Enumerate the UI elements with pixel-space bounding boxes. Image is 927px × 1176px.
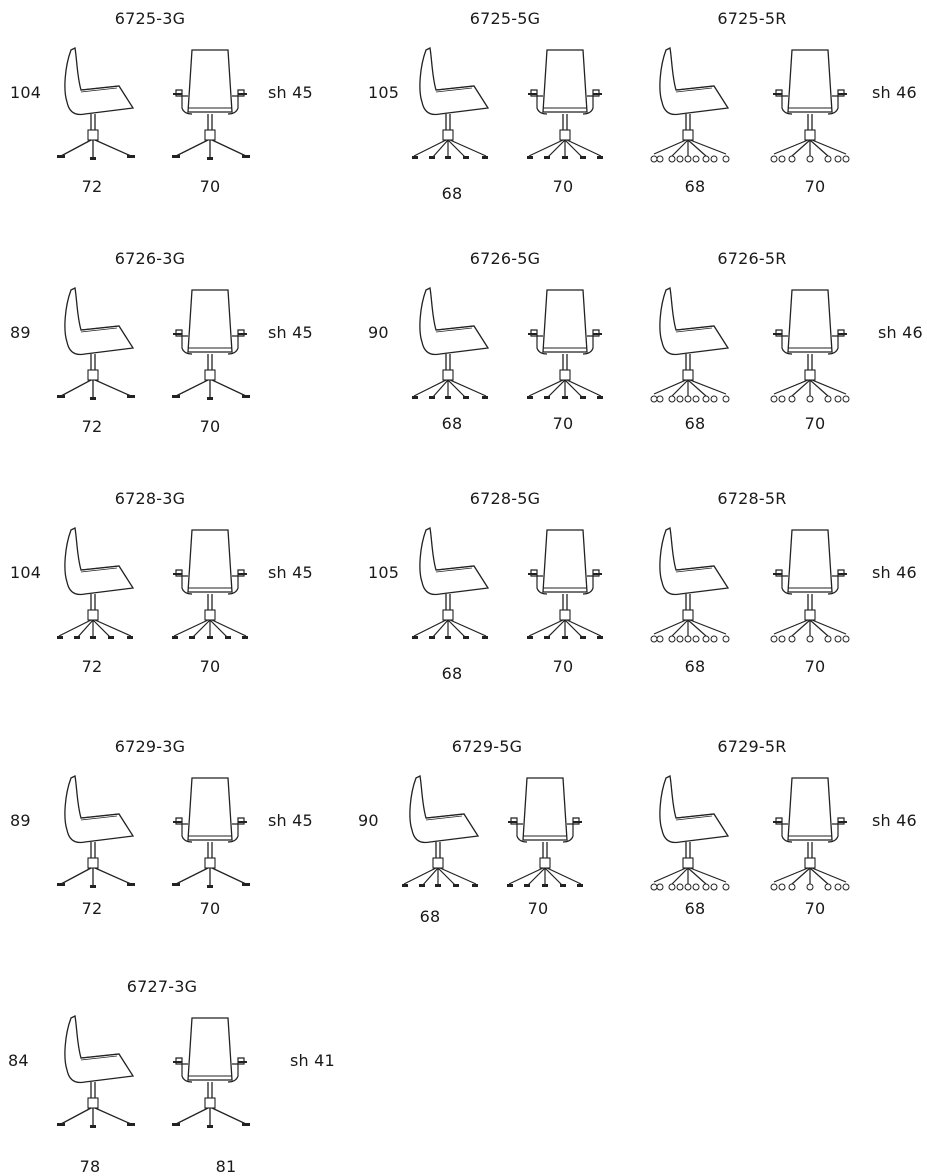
side-depth-label: 72 [81, 417, 103, 436]
model-number: 6728-3G [114, 489, 186, 508]
front-view-chair-drawing [525, 526, 607, 646]
model-number: 6726-5G [469, 249, 541, 268]
front-view-chair-drawing [170, 46, 252, 166]
front-view-chair-drawing [170, 1014, 252, 1134]
seat-height-label: sh 45 [268, 83, 313, 102]
front-width-label: 70 [804, 177, 826, 196]
side-view-chair-drawing [410, 286, 492, 406]
seat-height-label: sh 46 [872, 811, 917, 830]
model-number: 6728-5G [469, 489, 541, 508]
model-number: 6729-5R [717, 737, 787, 756]
front-width-label: 70 [552, 177, 574, 196]
model-number: 6727-3G [126, 977, 198, 996]
model-number: 6728-5R [717, 489, 787, 508]
seat-height-label: sh 46 [872, 83, 917, 102]
side-view-chair-drawing [650, 526, 732, 646]
front-width-label: 70 [804, 899, 826, 918]
model-number: 6729-5G [451, 737, 523, 756]
side-view-chair-drawing [55, 286, 137, 406]
side-depth-label: 68 [684, 899, 706, 918]
model-number: 6725-5G [469, 9, 541, 28]
front-view-chair-drawing [770, 46, 852, 166]
side-depth-label: 68 [419, 907, 441, 926]
side-view-chair-drawing [410, 46, 492, 166]
side-view-chair-drawing [55, 774, 137, 894]
overall-height-label: 90 [368, 323, 389, 342]
side-view-chair-drawing [55, 1014, 137, 1134]
front-width-label: 70 [552, 414, 574, 433]
front-view-chair-drawing [170, 286, 252, 406]
side-depth-label: 72 [81, 177, 103, 196]
model-number: 6729-3G [114, 737, 186, 756]
side-view-chair-drawing [410, 526, 492, 646]
overall-height-label: 84 [8, 1051, 29, 1070]
overall-height-label: 89 [10, 323, 31, 342]
model-number: 6725-5R [717, 9, 787, 28]
seat-height-label: sh 46 [872, 563, 917, 582]
model-number: 6726-5R [717, 249, 787, 268]
front-width-label: 70 [199, 177, 221, 196]
side-view-chair-drawing [650, 774, 732, 894]
front-view-chair-drawing [525, 46, 607, 166]
overall-height-label: 90 [358, 811, 379, 830]
front-view-chair-drawing [770, 286, 852, 406]
model-number: 6726-3G [114, 249, 186, 268]
overall-height-label: 104 [10, 563, 42, 582]
side-depth-label: 72 [81, 899, 103, 918]
seat-height-label: sh 46 [878, 323, 923, 342]
front-width-label: 70 [199, 899, 221, 918]
seat-height-label: sh 45 [268, 811, 313, 830]
overall-height-label: 104 [10, 83, 42, 102]
overall-height-label: 105 [368, 83, 400, 102]
front-width-label: 70 [552, 657, 574, 676]
front-width-label: 70 [199, 657, 221, 676]
front-view-chair-drawing [525, 286, 607, 406]
side-view-chair-drawing [55, 46, 137, 166]
seat-height-label: sh 45 [268, 563, 313, 582]
overall-height-label: 105 [368, 563, 400, 582]
side-depth-label: 72 [81, 657, 103, 676]
front-view-chair-drawing [770, 526, 852, 646]
front-width-label: 81 [215, 1157, 237, 1176]
side-depth-label: 68 [441, 414, 463, 433]
front-view-chair-drawing [170, 774, 252, 894]
side-depth-label: 68 [441, 184, 463, 203]
side-depth-label: 68 [684, 177, 706, 196]
overall-height-label: 89 [10, 811, 31, 830]
side-view-chair-drawing [400, 774, 482, 894]
side-depth-label: 68 [684, 414, 706, 433]
side-depth-label: 68 [441, 664, 463, 683]
front-view-chair-drawing [505, 774, 587, 894]
seat-height-label: sh 45 [268, 323, 313, 342]
side-view-chair-drawing [650, 46, 732, 166]
front-width-label: 70 [804, 657, 826, 676]
side-view-chair-drawing [55, 526, 137, 646]
seat-height-label: sh 41 [290, 1051, 335, 1070]
model-number: 6725-3G [114, 9, 186, 28]
side-view-chair-drawing [650, 286, 732, 406]
front-width-label: 70 [804, 414, 826, 433]
front-view-chair-drawing [170, 526, 252, 646]
front-width-label: 70 [199, 417, 221, 436]
front-width-label: 70 [527, 899, 549, 918]
side-depth-label: 68 [684, 657, 706, 676]
side-depth-label: 78 [79, 1157, 101, 1176]
front-view-chair-drawing [770, 774, 852, 894]
